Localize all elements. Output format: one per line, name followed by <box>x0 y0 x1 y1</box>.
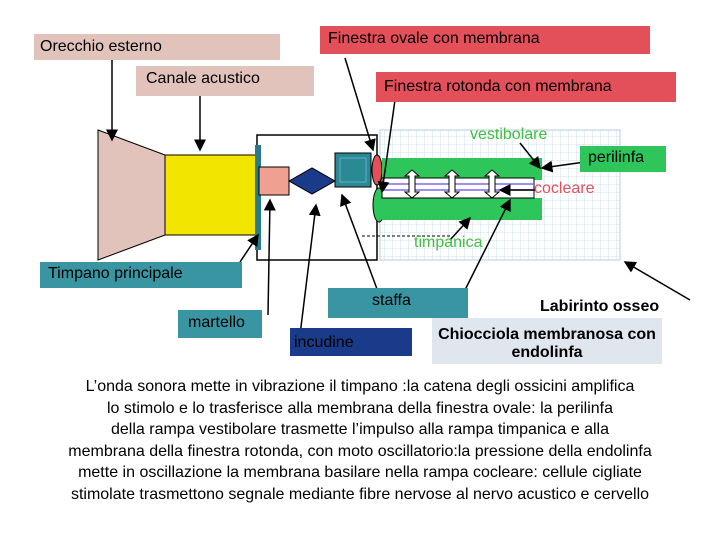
explanation-text: L’onda sonora mette in vibrazione il tim… <box>20 376 700 506</box>
oval-window-label: Finestra ovale con membrana <box>320 26 650 54</box>
explanation-line: L’onda sonora mette in vibrazione il tim… <box>85 378 635 395</box>
round-window-label: Finestra rotonda con membrana <box>376 72 676 102</box>
tympanic-pointer <box>449 216 472 241</box>
eardrum-pointer <box>239 233 259 263</box>
vestibular-pointer <box>519 142 541 170</box>
outer-ear-label: Orecchio esterno <box>34 34 280 60</box>
ear-canal-label: Canale acustico <box>136 66 314 96</box>
membranous-cochlea-label: Chiocciola membranosa con endolinfa <box>432 318 662 364</box>
hammer-shape <box>258 166 290 196</box>
perilymph-pointer <box>540 160 586 173</box>
explanation-line: della rampa vestibolare trasmette l’impu… <box>110 421 609 439</box>
bony-labyrinth-label: Labirinto osseo <box>540 298 660 315</box>
explanation-line: membrana della finestra rotonda, con mot… <box>68 442 652 460</box>
tympanic-label: timpanica <box>414 234 483 251</box>
round-window-pointer <box>377 99 396 194</box>
anvil-label: incudine <box>290 328 412 356</box>
hammer-label: martello <box>178 310 262 338</box>
ear-canal-shape <box>164 154 258 236</box>
tympanic-scala <box>382 198 542 220</box>
stirrup-label: staffa <box>328 288 468 318</box>
hammer-pointer <box>263 198 276 316</box>
vestibular-label: vestibolare <box>470 126 548 143</box>
cochlear-duct <box>381 177 535 199</box>
oval-window-shape <box>371 154 383 186</box>
explanation-line: lo stimolo e lo trasferisce alla membran… <box>106 399 613 417</box>
stirrup-pointer <box>340 193 381 298</box>
cochlear-label: cocleare <box>534 180 595 197</box>
bony-labyrinth-pointer <box>623 261 691 301</box>
eardrum-membrane <box>255 145 261 250</box>
oval-window-pointer <box>344 57 376 152</box>
vestibular-scala <box>382 158 542 180</box>
explanation-line: stimolate trasmettono segnale mediante f… <box>70 485 650 503</box>
explanation-line: mette in oscillazione la membrana basila… <box>78 464 642 482</box>
eardrum-label: Timpano principale <box>40 262 242 288</box>
anvil-pointer <box>299 203 321 336</box>
perilymph-label: perilinfa <box>580 146 666 172</box>
outer-ear-shape <box>97 129 166 261</box>
stirrup-shape <box>334 152 372 188</box>
